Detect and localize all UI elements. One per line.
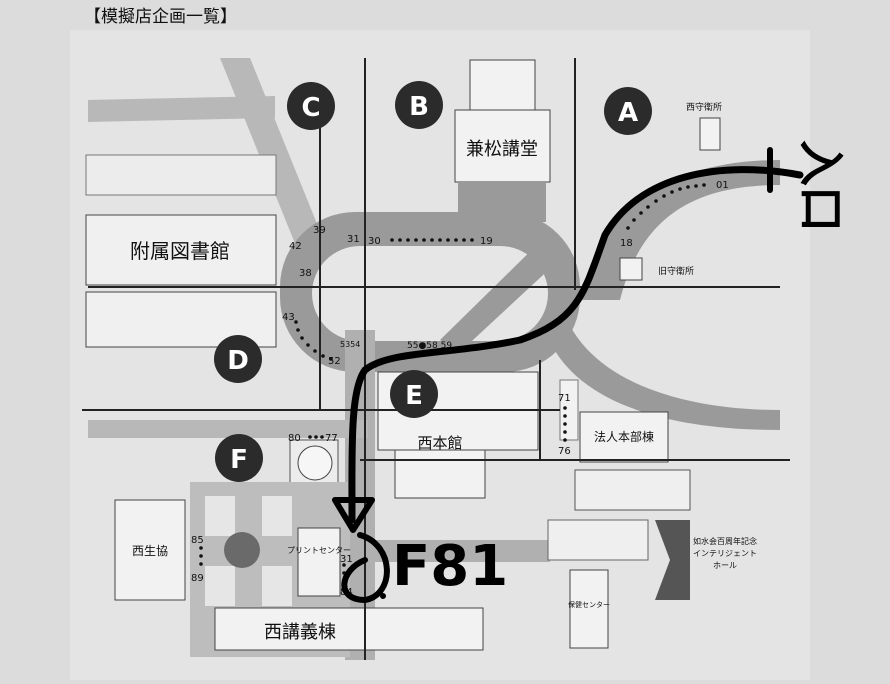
hoken-center-building [569,569,609,649]
zone-e-label: E [405,381,423,411]
print-center-building [297,527,341,597]
booth-18: 18 [620,238,633,249]
nishi-honkan-label: 西本館 [417,434,462,452]
hoken-center-label: 保健センター [568,600,610,609]
kanematsu-hall-building [454,109,551,183]
booth-43: 43 [282,312,295,323]
west-guard-label: 西守衛所 [686,101,722,113]
josuikai-label-3: ホール [713,561,737,570]
zone-a-label: A [618,98,638,128]
booth-55-59: 55●58 59 [407,341,452,351]
booth-01: 01 [716,180,729,191]
nishi-kogi-building [214,607,484,651]
booth-39: 39 [313,225,326,236]
booth-30: 30 [368,236,381,247]
hojin-honbu-building [579,411,669,463]
block-south-east-2 [547,519,649,561]
zone-a-marker [604,87,652,135]
library-building [85,214,277,286]
booth-31: 31 [347,234,360,245]
nishi-kogi-label: 西講義棟 [264,622,336,643]
round-pavilion [297,445,333,481]
josuikai-hall-building [655,520,690,600]
booth-52: 52 [328,356,341,367]
zone-f-marker [215,434,263,482]
booth-77: 77 [325,433,338,444]
route-loop-mark [341,532,390,604]
road-north-west [88,96,275,122]
zone-c-label: C [301,93,320,123]
zone-e-marker [390,370,438,418]
nishi-seikyo-building [114,499,186,601]
booth-89: 89 [191,573,204,584]
booth-53-54: 5354 [340,340,360,349]
road-south-east-curve [545,300,780,430]
booth-80: 80 [288,433,301,444]
hojin-annex [559,379,579,441]
hojin-honbu-label: 法人本部棟 [594,429,654,444]
plaza-fountain [224,532,260,568]
entrance-handwritten: 入口 [794,140,848,232]
booth-42: 42 [289,241,302,252]
booth-85: 85 [191,535,204,546]
route-line [348,166,804,524]
josuikai-label-1: 如水会百周年記念 [693,536,757,546]
zone-c-marker [287,82,335,130]
zone-markers [214,81,652,482]
print-center-label: プリントセンター [287,546,351,555]
zone-b-label: B [409,92,429,122]
booth-71: 71 [558,393,571,404]
booth-code-handwritten: F81 [392,534,508,599]
zone-grid [82,58,790,660]
old-guard-label: 旧守衛所 [658,265,694,277]
plaza-lawn-1 [205,496,235,536]
nishi-honkan-wing [394,449,486,499]
page-title: 【模擬店企画一覧】 [84,7,237,27]
road-diagonal-center [440,232,570,352]
plaza-lawn-3 [205,566,235,606]
old-guard-house [619,257,643,281]
booth-76: 76 [558,446,571,457]
kanematsu-tower [469,59,536,111]
library-label: 附属図書館 [130,239,230,263]
plaza-lawn-2 [262,496,292,536]
road-west-horizontal [88,420,368,438]
block-south-east-1 [574,469,691,511]
zone-b-marker [395,81,443,129]
route-arrow-head [332,497,375,533]
kanematsu-label: 兼松講堂 [466,139,538,160]
booth-38: 38 [299,268,312,279]
booth-31-print: 31 [340,554,353,565]
zone-d-marker [214,335,262,383]
booth-19: 19 [480,236,493,247]
nishi-seikyo-label: 西生協 [132,543,168,558]
west-guard-house [699,117,721,151]
josuikai-label-2: インテリジェント [693,549,757,558]
kanematsu-plaza [458,182,546,222]
plaza-lawn-4 [262,566,292,606]
zone-f-label: F [230,445,248,475]
library-north-block [85,154,277,196]
route-end-dot [380,593,386,599]
zone-d-label: D [227,346,249,376]
